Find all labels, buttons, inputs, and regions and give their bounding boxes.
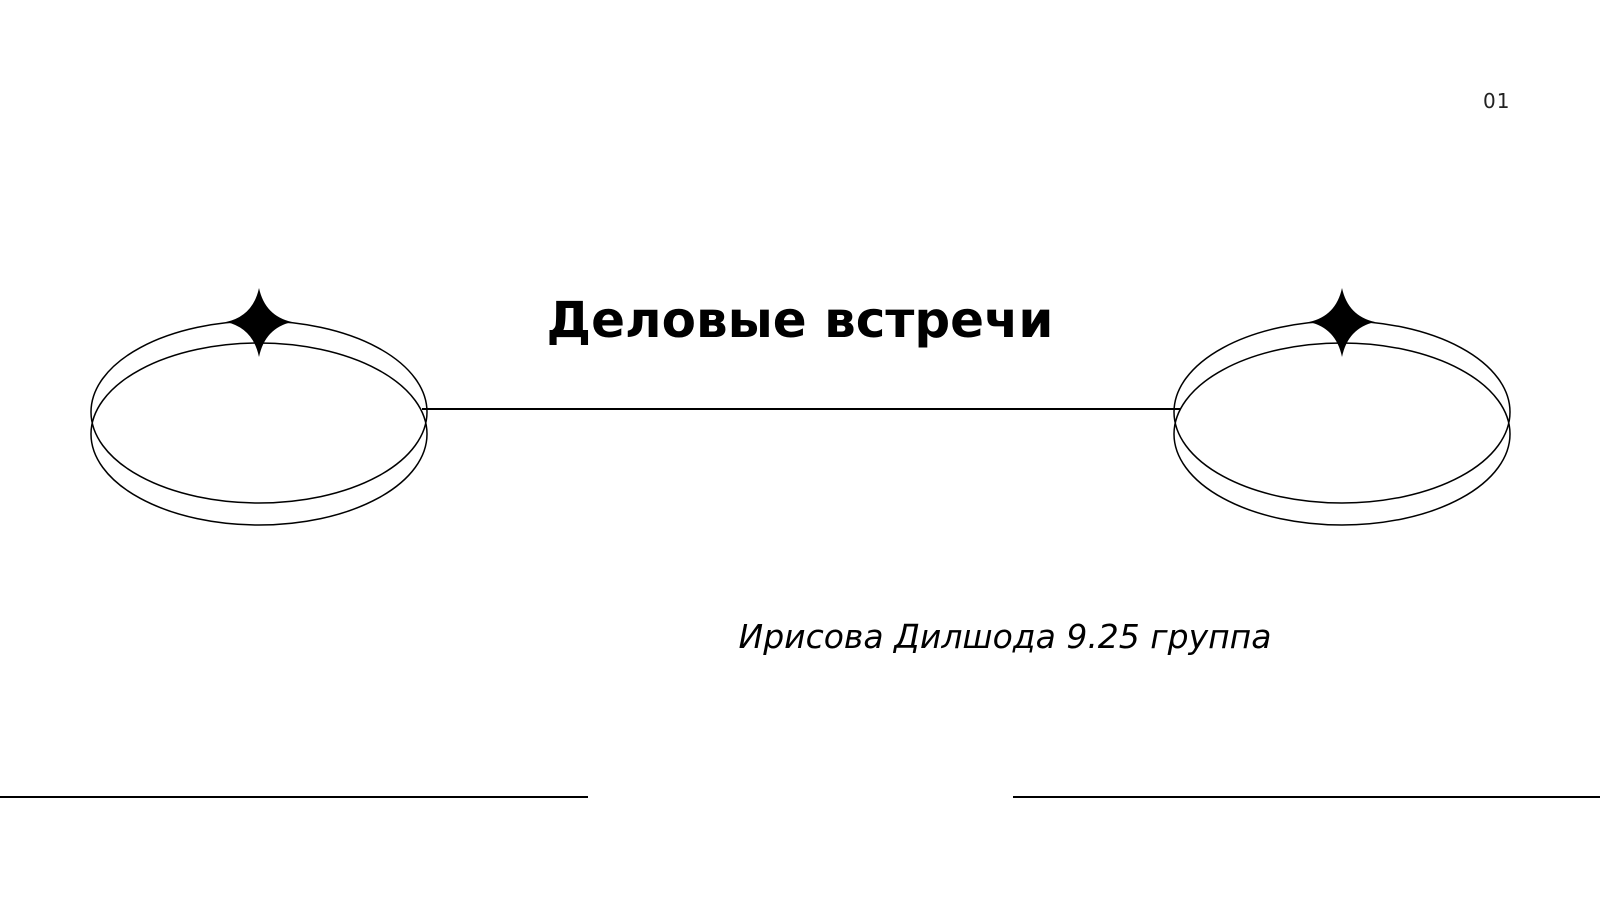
four-point-star-icon — [226, 288, 292, 357]
four-point-star-icon — [1309, 288, 1375, 357]
page-number: 01 — [1483, 89, 1511, 113]
slide-title: Деловые встречи — [546, 291, 1054, 349]
slide-subtitle: Ирисова Дилшода 9.25 группа — [738, 617, 1272, 656]
